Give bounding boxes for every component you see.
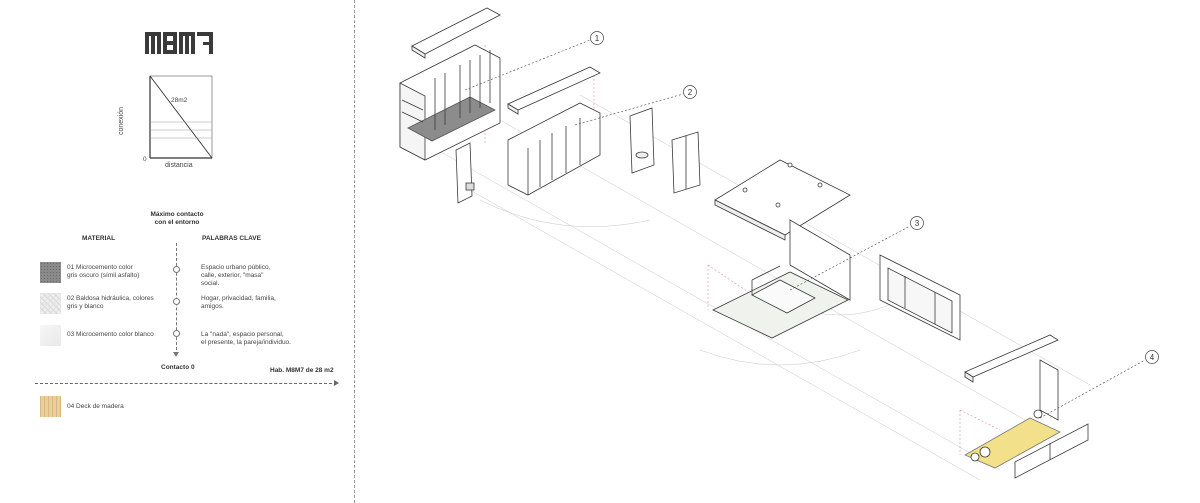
callout-4 [1145, 350, 1159, 364]
module-4 [964, 334, 1089, 479]
callout-3 [910, 216, 924, 230]
scale-node [173, 298, 180, 305]
wood-deck-swatch [40, 396, 61, 417]
keywords-label: Hogar, privacidad, familia, amigos. [201, 295, 276, 310]
dark-microcement-swatch [40, 262, 61, 283]
callout-number: 2 [688, 88, 693, 97]
red-guide-lines [484, 45, 1001, 455]
callout-number: 3 [915, 219, 920, 228]
callout-leaders [464, 39, 1146, 419]
panel-divider [354, 0, 355, 503]
room-label: Hab. M8M7 de 28 m2 [270, 367, 334, 374]
connection-distance-diagram [149, 75, 213, 159]
material-label: 04 Deck de madera [67, 403, 124, 410]
diagonal-line [149, 75, 213, 159]
material-column-header: MATERIAL [82, 235, 116, 242]
hydraulic-tile-swatch [40, 293, 61, 314]
keywords-label: La "nada", espacio personal, el presente… [201, 331, 291, 346]
module-3 [712, 159, 961, 341]
scale-node [173, 266, 180, 273]
keywords-label: Espacio urbano público, calle, exterior,… [201, 264, 271, 287]
top-heading: Máximo contacto con el entorno [150, 211, 204, 226]
x-axis-label: distancia [165, 162, 193, 169]
module-1 [399, 7, 501, 161]
exploded-axonometric-drawing: 1 2 3 4 [399, 7, 1159, 481]
scale-arrow [173, 352, 179, 357]
callout-2 [683, 85, 697, 99]
material-label: 01 Microcemento color gris oscuro (símil… [67, 264, 140, 279]
callout-number: 4 [1150, 353, 1155, 362]
bottom-heading: Contacto 0 [161, 364, 195, 371]
separator-arrow [334, 380, 339, 386]
callout-number: 1 [595, 34, 600, 43]
m8m7-logo [145, 32, 213, 54]
white-microcement-swatch [40, 325, 61, 346]
callout-markers [590, 31, 1159, 364]
material-label: 02 Baldosa hidráulica, colores gris y bl… [67, 295, 154, 310]
area-label: 28m2 [171, 97, 188, 104]
callout-1 [590, 31, 604, 45]
legend-panel: 28m2 conexión 0 distancia Máximo contact… [0, 0, 354, 503]
keywords-column-header: PALABRAS CLAVE [202, 235, 261, 242]
y-axis-label: conexión [118, 106, 125, 135]
scale-node [173, 330, 180, 337]
dashed-separator [35, 383, 337, 384]
material-label: 03 Microcemento color blanco [67, 331, 154, 338]
origin-label: 0 [143, 156, 147, 163]
module-2 [455, 66, 701, 204]
